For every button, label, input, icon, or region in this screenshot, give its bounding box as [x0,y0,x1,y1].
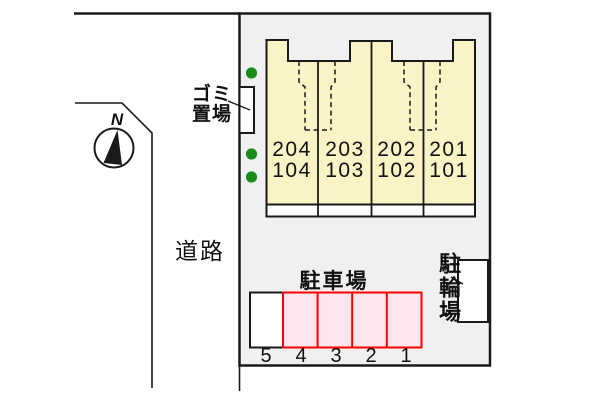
garbage-area-box [238,86,255,134]
parking-stall-number-1: 1 [400,345,412,367]
garbage-label-line2: 置場 [191,104,232,125]
unit-label-203-103: 203 103 [317,139,373,181]
garbage-area-label: ゴミ 置場 [189,85,235,125]
parking-lot-label: 駐車場 [299,270,369,293]
unit-number-lower: 103 [325,159,365,182]
shrub-icon [245,171,258,183]
parking-stall-number-2: 2 [365,345,377,367]
unit-number-lower: 102 [377,159,417,182]
bicycle-pointer-line [450,276,464,285]
shrub-icon [245,148,258,160]
road-boundary-line [75,102,153,388]
stairwell-dashed-outline [298,61,441,131]
bicycle-parking-label: 駐輪場 [436,252,461,324]
unit-label-204-104: 204 104 [264,139,320,181]
compass-north-label: N [110,110,124,129]
garbage-pointer-line [227,100,251,111]
garbage-label-line1: ゴミ [191,84,232,105]
unit-number-upper: 201 [429,138,469,161]
unit-number-lower: 104 [272,159,312,182]
road-label: 道路 [175,238,225,264]
shrub-icon [245,67,258,79]
unit-number-upper: 204 [272,138,312,161]
unit-label-201-101: 201 101 [421,139,477,181]
parking-stall-number-4: 4 [295,345,307,367]
parking-stall-number-3: 3 [330,345,342,367]
unit-number-lower: 101 [429,159,469,182]
parking-stall-5-box [249,291,284,349]
bicycle-parking-box [457,259,489,323]
compass-needle-icon [103,130,122,165]
unit-label-202-102: 202 102 [369,139,425,181]
parking-stall-number-5: 5 [260,345,272,367]
unit-number-upper: 203 [325,138,365,161]
unit-number-upper: 202 [377,138,417,161]
